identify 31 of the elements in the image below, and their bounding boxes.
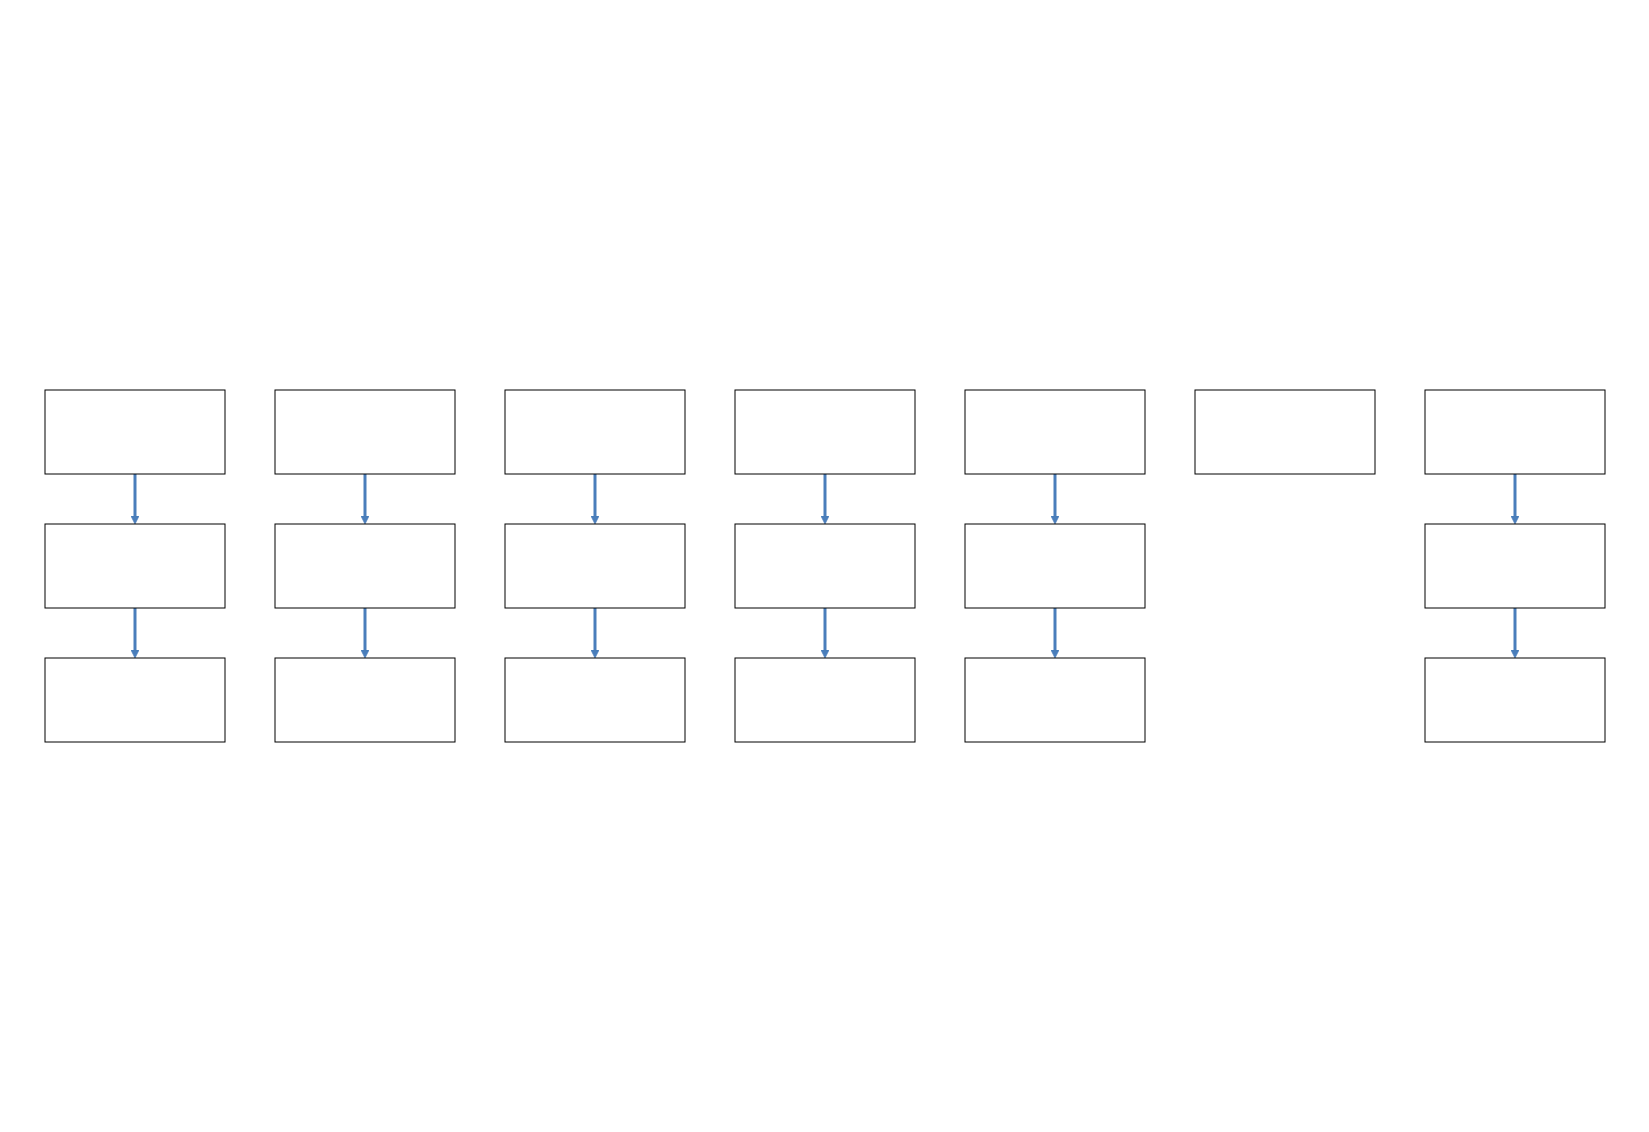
node-box	[1194, 389, 1375, 475]
arrow	[130, 474, 139, 525]
node-box	[734, 389, 915, 475]
node-box	[964, 657, 1145, 743]
node-box	[1424, 523, 1605, 609]
arrow	[1510, 474, 1519, 525]
arrow	[820, 474, 829, 525]
arrow	[820, 608, 829, 659]
arrow	[360, 474, 369, 525]
node-box	[1424, 657, 1605, 743]
arrow	[590, 474, 599, 525]
node-box	[274, 657, 455, 743]
node-box	[504, 523, 685, 609]
arrow	[130, 608, 139, 659]
arrow	[360, 608, 369, 659]
node-box	[1424, 389, 1605, 475]
node-box	[504, 657, 685, 743]
node-box	[734, 657, 915, 743]
node-box	[44, 389, 225, 475]
node-box	[964, 389, 1145, 475]
arrow	[1050, 474, 1059, 525]
node-box	[44, 523, 225, 609]
node-box	[504, 389, 685, 475]
arrow	[590, 608, 599, 659]
node-box	[274, 523, 455, 609]
node-box	[734, 523, 915, 609]
node-box	[44, 657, 225, 743]
node-box	[274, 389, 455, 475]
node-box	[964, 523, 1145, 609]
arrow	[1050, 608, 1059, 659]
arrow	[1510, 608, 1519, 659]
